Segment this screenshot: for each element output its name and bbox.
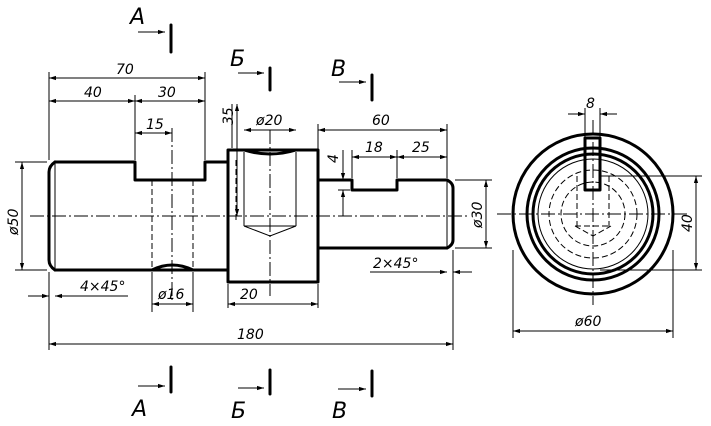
dim-phi16: ø16 <box>157 287 184 303</box>
section-mark-v-bottom: В <box>332 369 374 424</box>
dim-35: 35 <box>221 107 237 125</box>
section-label-b-bottom: Б <box>231 399 246 424</box>
dim-phi50: ø50 <box>6 209 22 236</box>
dim-180: 180 <box>237 327 264 343</box>
dim-phi20: ø20 <box>255 113 282 129</box>
dim-40-right: 40 <box>680 214 696 232</box>
dim-15: 15 <box>146 117 164 133</box>
dim-40: 40 <box>84 85 102 101</box>
dim-25: 25 <box>412 140 430 156</box>
section-label-a-top: А <box>128 5 145 30</box>
section-mark-a-bottom: А <box>130 365 173 422</box>
section-mark-v-top: В <box>331 57 374 102</box>
dim-chamfer-right: 2×45° <box>373 256 418 272</box>
section-view <box>511 132 675 296</box>
section-mark-a-top: А <box>128 5 173 54</box>
dim-4: 4 <box>326 154 342 163</box>
dim-phi30: ø30 <box>470 202 486 229</box>
dim-60: 60 <box>372 113 390 129</box>
dim-8: 8 <box>586 96 595 112</box>
section-label-v-top: В <box>331 57 346 82</box>
dim-chamfer-left: 4×45° <box>80 279 125 295</box>
dim-18: 18 <box>365 140 383 156</box>
section-label-b-top: Б <box>230 47 245 72</box>
dim-20: 20 <box>240 287 258 303</box>
dimension-texts: 70 40 30 15 35 ø20 60 18 25 4 ø50 ø30 4×… <box>6 62 696 343</box>
section-label-a-bottom: А <box>130 397 147 422</box>
dim-30: 30 <box>158 85 176 101</box>
section-mark-b-top: Б <box>230 47 272 92</box>
dim-70: 70 <box>116 62 134 78</box>
dimension-lines <box>15 72 702 350</box>
dim-phi60: ø60 <box>574 314 601 330</box>
section-label-v-bottom: В <box>332 399 347 424</box>
section-mark-b-bottom: Б <box>231 368 272 424</box>
hidden-lines <box>151 152 297 270</box>
